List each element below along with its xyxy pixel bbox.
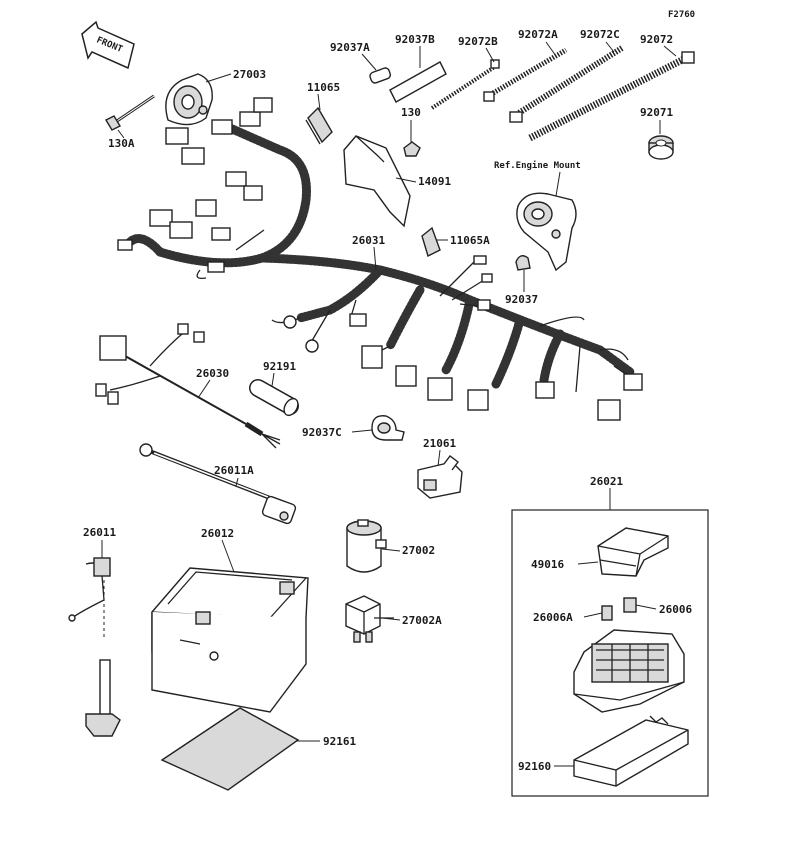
engine-mount-ref [516, 192, 577, 272]
callout-92037b: 92037B [395, 33, 435, 46]
callout-11065: 11065 [307, 81, 340, 94]
cover-92160 [573, 715, 689, 787]
callout-49016: 49016 [531, 558, 564, 571]
fuse-26006 [623, 597, 637, 613]
clamp-11065 [305, 106, 333, 145]
callout-92160: 92160 [518, 760, 551, 773]
lead-26011 [68, 557, 121, 737]
callout-26011a: 26011A [214, 464, 254, 477]
cover-14091 [343, 135, 411, 228]
callout-14091: 14091 [418, 175, 451, 188]
relay-27002 [346, 519, 387, 573]
pad-92161 [160, 707, 300, 791]
callout-27002: 27002 [402, 544, 435, 557]
relay-27002a [345, 595, 394, 643]
callout-92072b: 92072B [458, 35, 498, 48]
band-92037 [515, 255, 531, 271]
battery-26012 [151, 567, 309, 713]
band-92037a [369, 67, 392, 84]
callout-130: 130 [401, 106, 421, 119]
band-92037b [389, 61, 447, 103]
bolt-130a [105, 94, 155, 131]
callout-130a: 130A [108, 137, 135, 150]
callout-92072: 92072 [640, 33, 673, 46]
callout-92191: 92191 [263, 360, 296, 373]
callout-92037a: 92037A [330, 41, 370, 54]
callout-26012: 26012 [201, 527, 234, 540]
callout-11065a: 11065A [450, 234, 490, 247]
horn-27003 [165, 73, 213, 126]
callout-92072c: 92072C [580, 28, 620, 41]
callout-26006a: 26006A [533, 611, 573, 624]
callout-27002a: 27002A [402, 614, 442, 627]
callout-26006: 26006 [659, 603, 692, 616]
fuse-26006a [601, 605, 613, 621]
callout-26011: 26011 [83, 526, 116, 539]
grommet-92071 [648, 135, 674, 160]
sub-harness-26030 [95, 323, 281, 449]
callout-21061: 21061 [423, 437, 456, 450]
callout-92037c: 92037C [302, 426, 342, 439]
cable-26011a [139, 443, 297, 525]
callout-26031: 26031 [352, 234, 385, 247]
main-harness-26031 [117, 97, 643, 421]
figure-code: F2760 [668, 10, 695, 20]
cover-49016 [597, 527, 669, 577]
callout-27003: 27003 [233, 68, 266, 81]
ref-engine-mount-note: Ref.Engine Mount [494, 160, 581, 171]
tie-92072a [483, 47, 568, 102]
callout-92072a: 92072A [518, 28, 558, 41]
tie-92072c [509, 45, 624, 123]
tie-92072 [528, 51, 695, 142]
tube-92191 [249, 379, 299, 417]
fuse-box-group-frame [511, 509, 709, 797]
callout-92037: 92037 [505, 293, 538, 306]
part-21061 [417, 455, 463, 499]
clamp-11065a [421, 226, 441, 257]
fuse-box-body [573, 629, 685, 713]
front-arrow-icon: FRONT [81, 20, 135, 70]
callout-92071: 92071 [640, 106, 673, 119]
callout-26030: 26030 [196, 367, 229, 380]
band-92037c [371, 415, 405, 441]
callout-26021: 26021 [590, 475, 623, 488]
callout-92161: 92161 [323, 735, 356, 748]
tie-92072b [430, 59, 500, 110]
bolt-130 [403, 141, 421, 157]
